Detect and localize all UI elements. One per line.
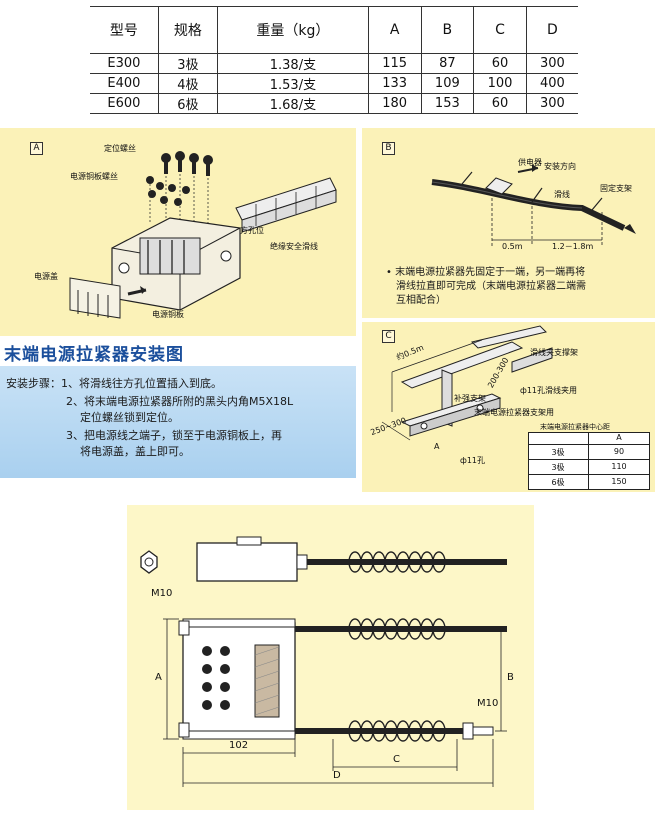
- cell: 3极: [551, 448, 565, 457]
- install-step-2: 2、将末端电源拉紧器所附的黑头内角M5X18L: [66, 395, 294, 408]
- install-step-1: 安装步骤：1、将滑线往方孔位置插入到底。: [6, 377, 222, 390]
- label-angle-bracket: 补强支架: [454, 394, 486, 403]
- cell: 1.53/支: [217, 73, 369, 94]
- table-row: E400 4极 1.53/支 133 109 100 400: [90, 73, 578, 94]
- panel-a-tag: A: [30, 142, 43, 155]
- header-d: D: [526, 6, 578, 54]
- label-dim-0-5m: 0.5m: [502, 242, 523, 251]
- label-power-cover: 电源盖: [34, 272, 58, 281]
- panel-b-tag: B: [382, 142, 395, 155]
- cell: E600: [90, 93, 159, 114]
- label-dim-b: B: [507, 672, 514, 683]
- label-dim-a: A: [155, 672, 162, 683]
- cell: 4极: [158, 73, 218, 94]
- label-copper-plate-screw: 电源铜板螺丝: [70, 172, 118, 181]
- install-step-3b: 将电源盖，盖上即可。: [80, 445, 190, 458]
- panel-b: B 供电器 安装方向 滑线 固定支架 0.5m 1.2－1.8m • 末端电源拉…: [362, 128, 655, 318]
- dimension-drawing: M10 M10 A B 102 C D: [127, 505, 534, 810]
- label-insulated-rail: 绝缘安全滑线: [270, 242, 318, 251]
- center-table-title: 末端电源拉紧器中心距: [540, 423, 610, 431]
- cell: 300: [526, 93, 578, 114]
- cell: 109: [421, 73, 475, 94]
- label-dim-102: 102: [229, 740, 249, 751]
- cell: 3极: [158, 53, 218, 74]
- cell: 6极: [158, 93, 218, 114]
- cell: 400: [526, 73, 578, 94]
- cell: 87: [421, 53, 475, 74]
- label-dim-d: D: [333, 770, 341, 781]
- install-title: 末端电源拉紧器安装图: [4, 345, 184, 365]
- center-distance-table: A 3极 90 3极 110 6极 150: [528, 432, 650, 490]
- header-a: A: [368, 6, 422, 54]
- label-dim-c: C: [393, 754, 400, 765]
- center-table-row: 6极 150: [529, 475, 649, 489]
- header-b: B: [421, 6, 475, 54]
- cell: 150: [611, 477, 627, 486]
- cell: 300: [526, 53, 578, 74]
- panel-b-note-1: • 末端电源拉紧器先固定于一端，另一端再将: [386, 267, 586, 278]
- label-tensioner-bracket: 末端电源拉紧器支架用: [474, 408, 554, 417]
- center-table-row: 3极 90: [529, 445, 649, 460]
- cell: 153: [421, 93, 475, 114]
- header-model: 型号: [90, 6, 159, 54]
- header-spec: 规格: [158, 6, 218, 54]
- cell: E400: [90, 73, 159, 94]
- header-weight: 重量（kg）: [217, 6, 369, 54]
- tensioner-exploded-drawing: [69, 151, 337, 319]
- table-row: E600 6极 1.68/支 180 153 60 300: [90, 93, 578, 114]
- label-feeder: 供电器: [518, 158, 542, 167]
- center-table-row: 3极 110: [529, 460, 649, 475]
- cell: 100: [473, 73, 527, 94]
- cell: 133: [368, 73, 422, 94]
- cell: 60: [473, 93, 527, 114]
- header-c: C: [473, 6, 527, 54]
- install-steps-box: 安装步骤：1、将滑线往方孔位置插入到底。 2、将末端电源拉紧器所附的黑头内角M5…: [0, 366, 356, 478]
- cell: 6极: [551, 478, 565, 487]
- label-nut-m10: M10: [151, 588, 173, 599]
- label-bolt-m10: M10: [477, 698, 499, 709]
- cell: 3极: [551, 463, 565, 472]
- cell: E300: [90, 53, 159, 74]
- panel-c: C 约0.5m 滑线夹支撑架 200-300 ф11孔滑线夹用 补强支架 末端电…: [362, 322, 655, 492]
- cell: 90: [613, 447, 625, 456]
- label-letter-a: A: [434, 442, 440, 451]
- cell: 1.38/支: [217, 53, 369, 74]
- install-step-3: 3、把电源线之端子，锁至于电源铜板上，再: [66, 429, 282, 442]
- label-positioning-screw: 定位螺丝: [104, 144, 136, 153]
- label-fixed-bracket: 固定支架: [600, 184, 632, 193]
- cell: 60: [473, 53, 527, 74]
- label-copper-plate: 电源铜板: [152, 310, 184, 319]
- cell: 110: [611, 462, 627, 471]
- label-rail-clamp-bracket: 滑线夹支撑架: [530, 348, 578, 357]
- panel-b-note-2: 滑线拉直即可完成（末端电源拉紧器二端需: [396, 281, 586, 292]
- center-table-row: A: [529, 433, 649, 445]
- panel-a: A: [0, 128, 356, 338]
- label-install-direction: 安装方向: [544, 162, 576, 171]
- install-step-2b: 定位螺丝锁到定位。: [80, 411, 179, 424]
- label-hole-clamp: ф11孔滑线夹用: [520, 386, 578, 395]
- label-square-hole: 方孔位: [240, 226, 264, 235]
- spec-table: 型号 规格 重量（kg） A B C D E300 3极 1.38/支 115 …: [90, 6, 578, 114]
- table-row: E300 3极 1.38/支 115 87 60 300: [90, 53, 578, 74]
- rail-installation-drawing: [431, 164, 636, 246]
- cell: 1.68/支: [217, 93, 369, 114]
- center-table-divider: [588, 433, 589, 489]
- install-instructions: 末端电源拉紧器安装图 安装步骤：1、将滑线往方孔位置插入到底。 2、将末端电源拉…: [0, 336, 356, 478]
- label-rail: 滑线: [554, 190, 570, 199]
- panel-c-tag: C: [382, 330, 395, 343]
- bracket-drawing: [381, 325, 553, 441]
- center-table-header-a: A: [616, 433, 622, 442]
- tensioner-dimension-svg: [140, 536, 507, 787]
- label-hole-11: ф11孔: [460, 456, 486, 465]
- cell: 180: [368, 93, 422, 114]
- label-dim-1-2-1-8m: 1.2－1.8m: [552, 242, 594, 251]
- cell: 115: [368, 53, 422, 74]
- spec-table-header: 型号 规格 重量（kg） A B C D: [90, 6, 578, 54]
- panel-b-note-3: 互相配合）: [396, 295, 446, 306]
